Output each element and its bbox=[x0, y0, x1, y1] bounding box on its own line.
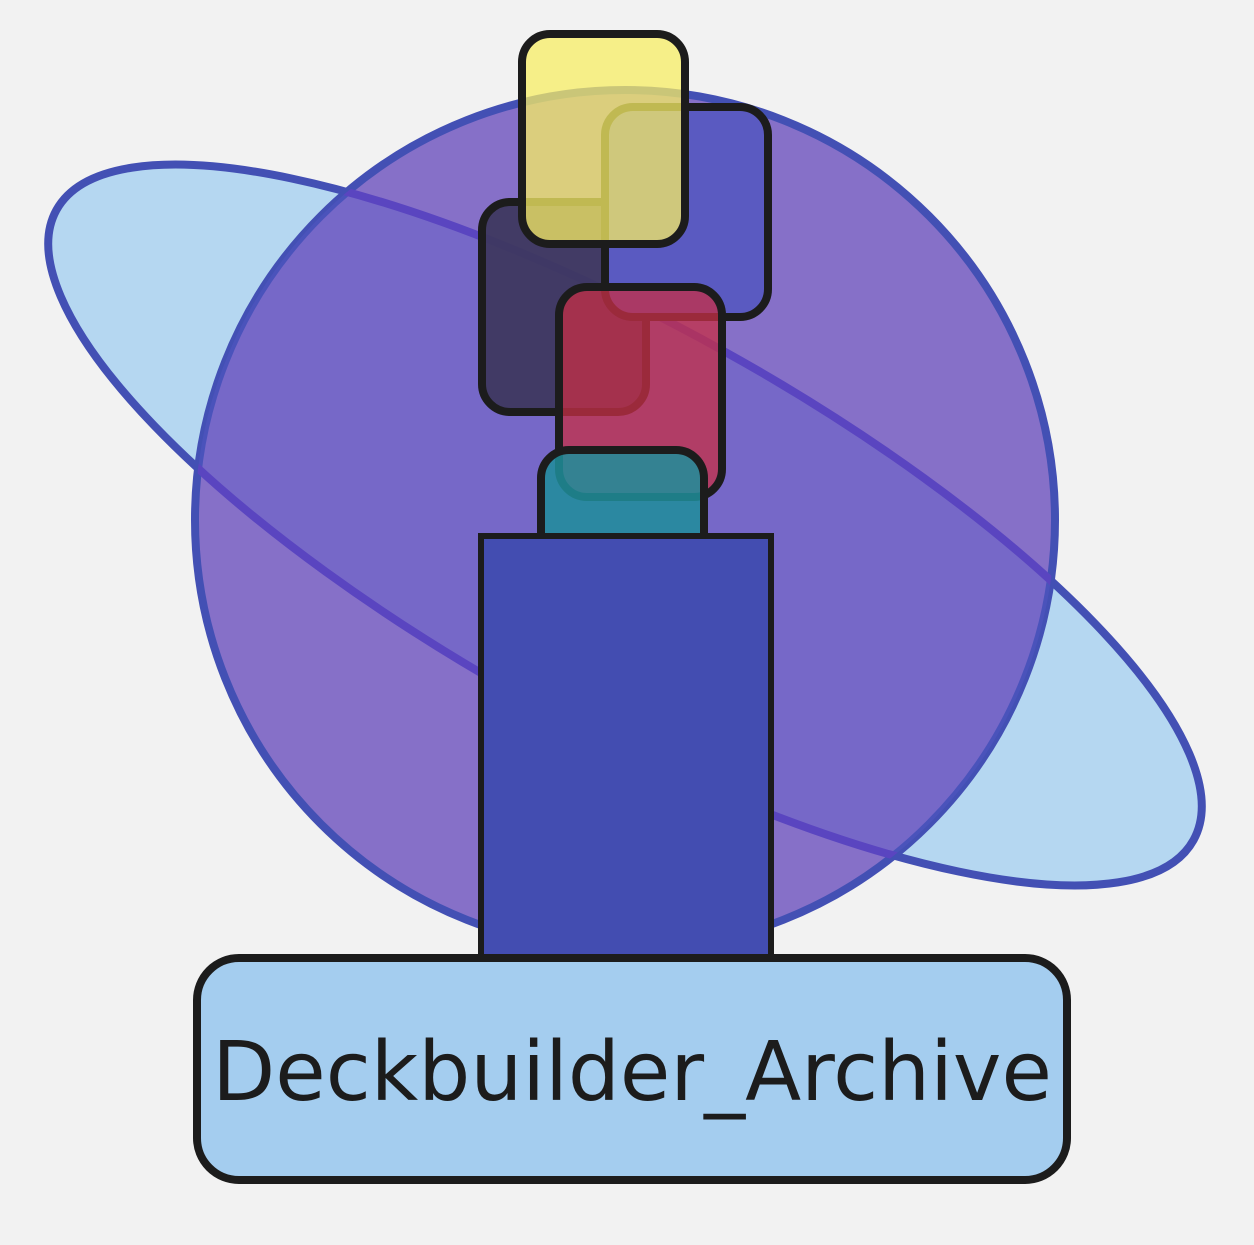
card-yellow-icon bbox=[518, 30, 689, 248]
pedestal-icon bbox=[478, 533, 774, 961]
logo-label: Deckbuilder_Archive bbox=[212, 1025, 1052, 1120]
label-box bbox=[193, 954, 1071, 1184]
